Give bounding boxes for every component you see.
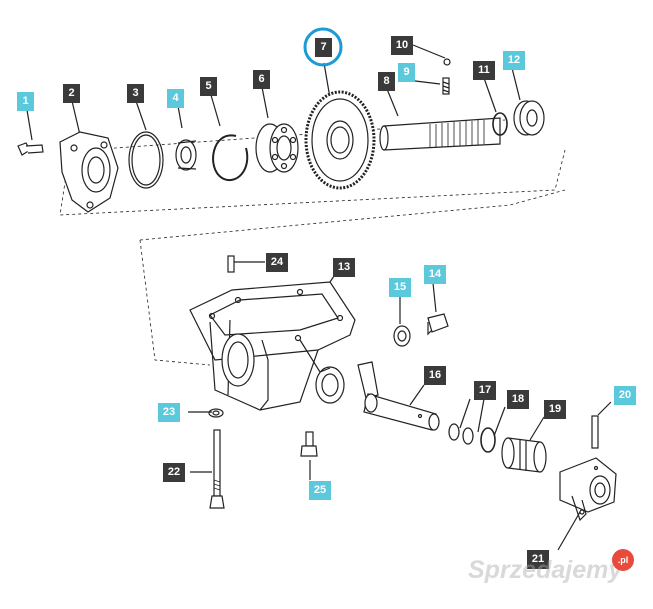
callout-20: 20	[614, 386, 636, 405]
part-gear-7	[304, 90, 376, 190]
callout-1: 1	[17, 92, 34, 111]
callout-11: 11	[473, 61, 495, 80]
callout-23: 23	[158, 403, 180, 422]
callout-25: 25	[309, 481, 331, 500]
part-bushing-4	[175, 139, 197, 171]
callout-18: 18	[507, 390, 529, 409]
part-dowel-24	[227, 255, 235, 273]
highlight-circle	[303, 27, 343, 67]
callout-2: 2	[63, 84, 80, 103]
part-bearing-6	[255, 123, 299, 173]
leader-1	[26, 109, 33, 141]
part-bolt-25	[300, 431, 318, 457]
watermark-badge: .pl	[612, 549, 634, 571]
part-ring-11	[492, 112, 508, 136]
part-cover-2	[59, 131, 119, 213]
part-sleeve-19	[501, 437, 547, 473]
part-ball-10	[443, 58, 451, 66]
watermark-text: Sprzedajemy	[468, 556, 623, 584]
callout-10: 10	[391, 36, 413, 55]
callout-16: 16	[424, 366, 446, 385]
part-pin-20	[591, 415, 599, 449]
callout-6: 6	[253, 70, 270, 89]
part-washer-23	[208, 408, 224, 418]
callout-8: 8	[378, 72, 395, 91]
part-oring-3	[128, 131, 164, 189]
callout-15: 15	[389, 278, 411, 297]
callout-5: 5	[200, 77, 217, 96]
callout-13: 13	[333, 258, 355, 277]
part-housing-13	[189, 281, 356, 411]
callout-4: 4	[167, 89, 184, 108]
part-clevis-21	[559, 457, 617, 522]
callout-14: 14	[424, 265, 446, 284]
part-plug-14	[427, 313, 449, 336]
callout-22: 22	[163, 463, 185, 482]
callout-3: 3	[127, 84, 144, 103]
callout-21: 21	[527, 550, 549, 569]
part-oring-18	[480, 427, 496, 453]
part-oring-17b	[462, 427, 474, 445]
part-bolt-1	[17, 142, 44, 156]
part-circlip-5	[212, 134, 249, 181]
part-oring-17a	[448, 423, 460, 441]
callout-7: 7	[315, 38, 332, 57]
part-washer-15	[393, 325, 411, 347]
part-shaft-8	[379, 117, 501, 151]
part-lever-shaft-16	[357, 361, 440, 431]
callout-17: 17	[474, 381, 496, 400]
part-bolt-22	[209, 429, 225, 509]
callout-9: 9	[398, 63, 415, 82]
callout-24: 24	[266, 253, 288, 272]
callout-19: 19	[544, 400, 566, 419]
callout-12: 12	[503, 51, 525, 70]
part-bearing-12	[513, 100, 545, 136]
